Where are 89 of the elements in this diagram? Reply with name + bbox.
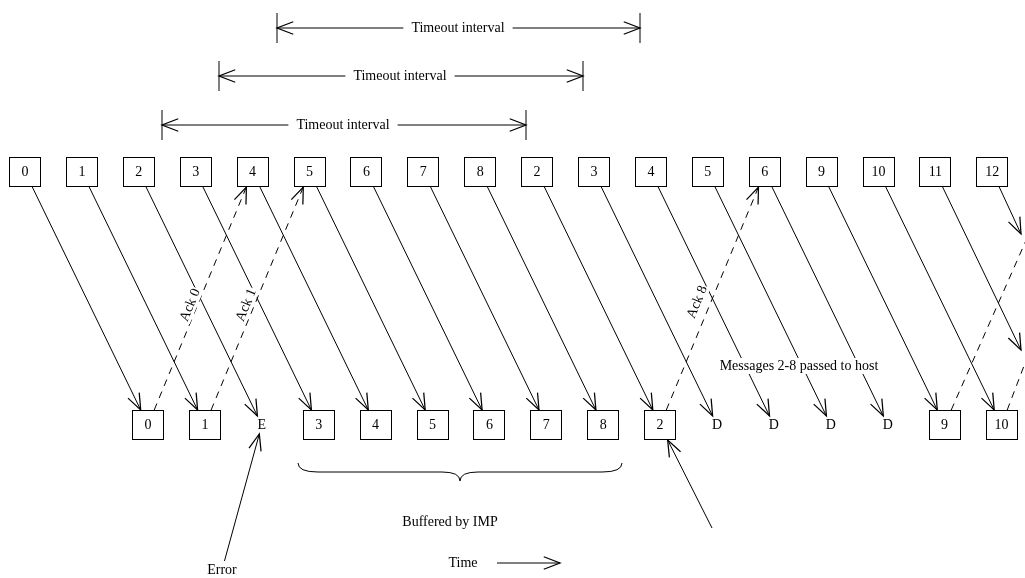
packet-box bbox=[805, 157, 838, 187]
packet-number: 6 bbox=[362, 164, 370, 180]
arrow bbox=[714, 186, 828, 417]
annotation: Buffered by IMP bbox=[402, 514, 498, 530]
arrow bbox=[487, 186, 597, 411]
arrow bbox=[657, 186, 771, 417]
packet-box bbox=[748, 157, 781, 187]
arrow bbox=[373, 186, 483, 411]
packet-number: 2 bbox=[533, 164, 541, 180]
packet-number: 3 bbox=[192, 164, 200, 180]
packet-number: 2 bbox=[656, 417, 664, 433]
packet-number: 8 bbox=[476, 164, 484, 180]
packet-box bbox=[976, 157, 1009, 187]
packet-number: 1 bbox=[78, 164, 86, 180]
packet-number: 2 bbox=[135, 164, 143, 180]
ack-arrow bbox=[210, 186, 304, 411]
packet-box bbox=[359, 410, 392, 440]
packet-box bbox=[9, 157, 41, 187]
packet-number: 4 bbox=[249, 164, 257, 180]
arrow bbox=[145, 186, 259, 417]
arrow bbox=[771, 186, 884, 417]
packet-box bbox=[473, 410, 506, 440]
arrow bbox=[88, 186, 199, 411]
packet-box bbox=[188, 410, 221, 440]
packet-number: 5 bbox=[306, 164, 313, 180]
arrow bbox=[31, 186, 142, 411]
packet-box bbox=[464, 157, 497, 187]
packet-number: 3 bbox=[590, 164, 598, 180]
node-label: E bbox=[257, 417, 267, 433]
arrow bbox=[998, 186, 1022, 235]
packet-box bbox=[350, 157, 383, 187]
arrow bbox=[543, 186, 654, 411]
node-label: D bbox=[711, 417, 723, 433]
packet-box bbox=[691, 157, 724, 187]
node-label: Error bbox=[207, 562, 237, 578]
arrow bbox=[202, 186, 313, 411]
packet-number: 8 bbox=[599, 417, 607, 433]
packet-box bbox=[634, 157, 667, 187]
packet-number: 12 bbox=[985, 164, 1000, 180]
packet-number: 5 bbox=[704, 164, 712, 180]
packet-number: 7 bbox=[419, 164, 427, 180]
packet-box bbox=[985, 410, 1018, 440]
arrow bbox=[223, 433, 262, 562]
packet-number: 5 bbox=[429, 417, 436, 433]
packet-box bbox=[65, 157, 98, 187]
packet-box bbox=[236, 157, 269, 187]
packet-box bbox=[302, 410, 335, 440]
packet-box bbox=[919, 157, 952, 187]
packet-box bbox=[416, 410, 449, 440]
packet-number: 4 bbox=[372, 417, 380, 433]
packet-number: 9 bbox=[941, 417, 949, 433]
packet-box bbox=[521, 157, 554, 187]
node-label: D bbox=[882, 417, 893, 433]
packet-box bbox=[407, 157, 440, 187]
packet-box bbox=[530, 410, 563, 440]
packet-box bbox=[644, 410, 677, 440]
packet-box bbox=[122, 157, 155, 187]
packet-number: 9 bbox=[818, 164, 826, 180]
packet-box bbox=[293, 157, 326, 187]
packet-box bbox=[179, 157, 212, 187]
arrow bbox=[316, 186, 426, 411]
node-label: D bbox=[768, 417, 779, 433]
packet-number: 1 bbox=[201, 417, 209, 433]
annotation: Messages 2-8 passed to host bbox=[719, 358, 879, 374]
packet-number: 0 bbox=[144, 417, 152, 433]
packet-box bbox=[862, 157, 895, 187]
arrow bbox=[828, 186, 938, 411]
ack-arrow bbox=[665, 186, 760, 411]
packet-number: 4 bbox=[647, 164, 655, 180]
packet-number: 6 bbox=[761, 164, 769, 180]
arrow bbox=[600, 186, 714, 417]
arrow bbox=[885, 186, 995, 411]
packet-number: 3 bbox=[315, 417, 323, 433]
packet-number: 7 bbox=[542, 417, 550, 433]
packet-box bbox=[928, 410, 961, 440]
packet-number: 6 bbox=[485, 417, 493, 433]
packet-number: 11 bbox=[928, 164, 943, 180]
ack-arrow bbox=[153, 186, 247, 411]
packet-box bbox=[132, 410, 164, 440]
packet-number: 0 bbox=[21, 164, 29, 180]
packet-number: 10 bbox=[994, 417, 1009, 433]
packet-number: 10 bbox=[871, 164, 886, 180]
packet-box bbox=[578, 157, 610, 187]
packet-box bbox=[587, 410, 620, 440]
arrow bbox=[667, 439, 713, 529]
arrow bbox=[430, 186, 540, 411]
arrow bbox=[259, 186, 369, 411]
arrow bbox=[942, 186, 1022, 351]
node-label: D bbox=[825, 417, 836, 433]
